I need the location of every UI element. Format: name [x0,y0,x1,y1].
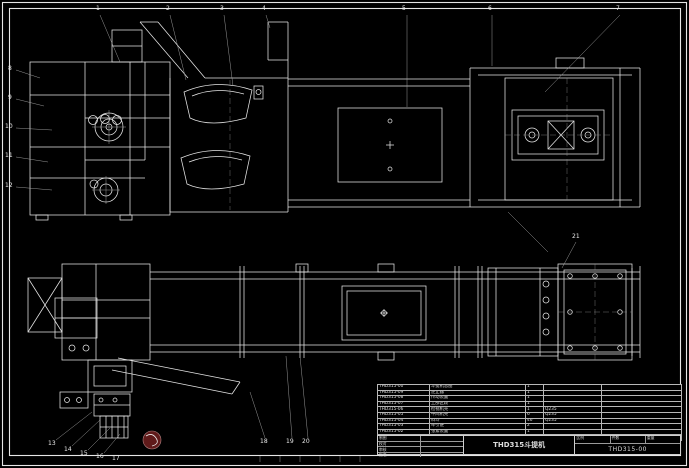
sign-label: 校对 [378,441,421,447]
bom-cell [601,406,682,413]
sign-value [421,447,463,452]
bom-cell [601,384,682,391]
callout-13: 13 [48,440,56,447]
bom-cell [601,428,682,436]
elevation-view [29,21,641,221]
horizontal-casing [288,78,470,208]
drawing-number: THD315-00 [608,445,647,453]
scale-label: 比例 [575,436,611,444]
margin-ticks [259,456,361,462]
sign-label: 审核 [378,447,421,452]
drawing-name: THD315斗提机 [464,436,576,454]
plan-chute [111,357,241,395]
boot-pulley [88,112,124,203]
callout-3: 3 [220,5,224,12]
plan-drive-centerlines [558,264,632,360]
title-block: 制图 校对 审核 批准 THD315斗提机 比例 件数 重量 TH [377,435,681,458]
bucket-casing [169,21,289,213]
callout-21: 21 [572,233,580,240]
callout-5: 5 [402,5,406,12]
pulley-centerlines [92,110,126,204]
signature-grid: 制图 校对 审核 批准 [378,436,464,458]
drive-centerlines [505,78,613,200]
title-block-right: 比例 件数 重量 THD315-00 [575,436,681,454]
callout-18: 18 [260,438,268,445]
callout-15: 15 [80,450,88,457]
callout-9: 9 [8,94,12,101]
callout-8: 8 [8,65,12,72]
weight-label: 重量 [646,436,655,441]
stamp-logo [142,430,162,450]
plan-support-frame [59,359,133,439]
callout-11: 11 [5,152,13,159]
callout-2: 2 [166,5,170,12]
callout-1: 1 [96,5,100,12]
inlet-chute [139,21,206,79]
buckets [180,84,253,190]
bom-cell [601,400,682,408]
sign-label: 制图 [378,436,421,441]
drive-unit [469,57,641,208]
callout-12: 12 [5,182,13,189]
plan-view [27,263,641,439]
callout-16: 16 [96,453,104,460]
plan-inspection-panel [341,285,427,341]
plan-casing [150,263,640,361]
head-section [29,29,171,221]
callout-7: 7 [616,5,620,12]
callout-20: 20 [302,438,310,445]
callout-17: 17 [112,455,120,462]
qty-label: 件数 [611,436,646,444]
bom-cell [601,395,682,402]
sign-value [421,442,463,447]
callout-4: 4 [262,5,266,12]
callout-6: 6 [488,5,492,12]
sign-value [421,436,463,441]
callout-10: 10 [5,123,13,130]
callout-19: 19 [286,438,294,445]
bom-cell [601,417,682,425]
sign-value [421,453,463,458]
sign-label: 批准 [378,452,421,458]
bom-cell [601,389,682,397]
leader-lines [15,14,621,454]
bom-cell [601,423,682,430]
callout-14: 14 [64,446,72,453]
bom-cell [601,412,682,419]
plan-head-section [27,263,151,361]
